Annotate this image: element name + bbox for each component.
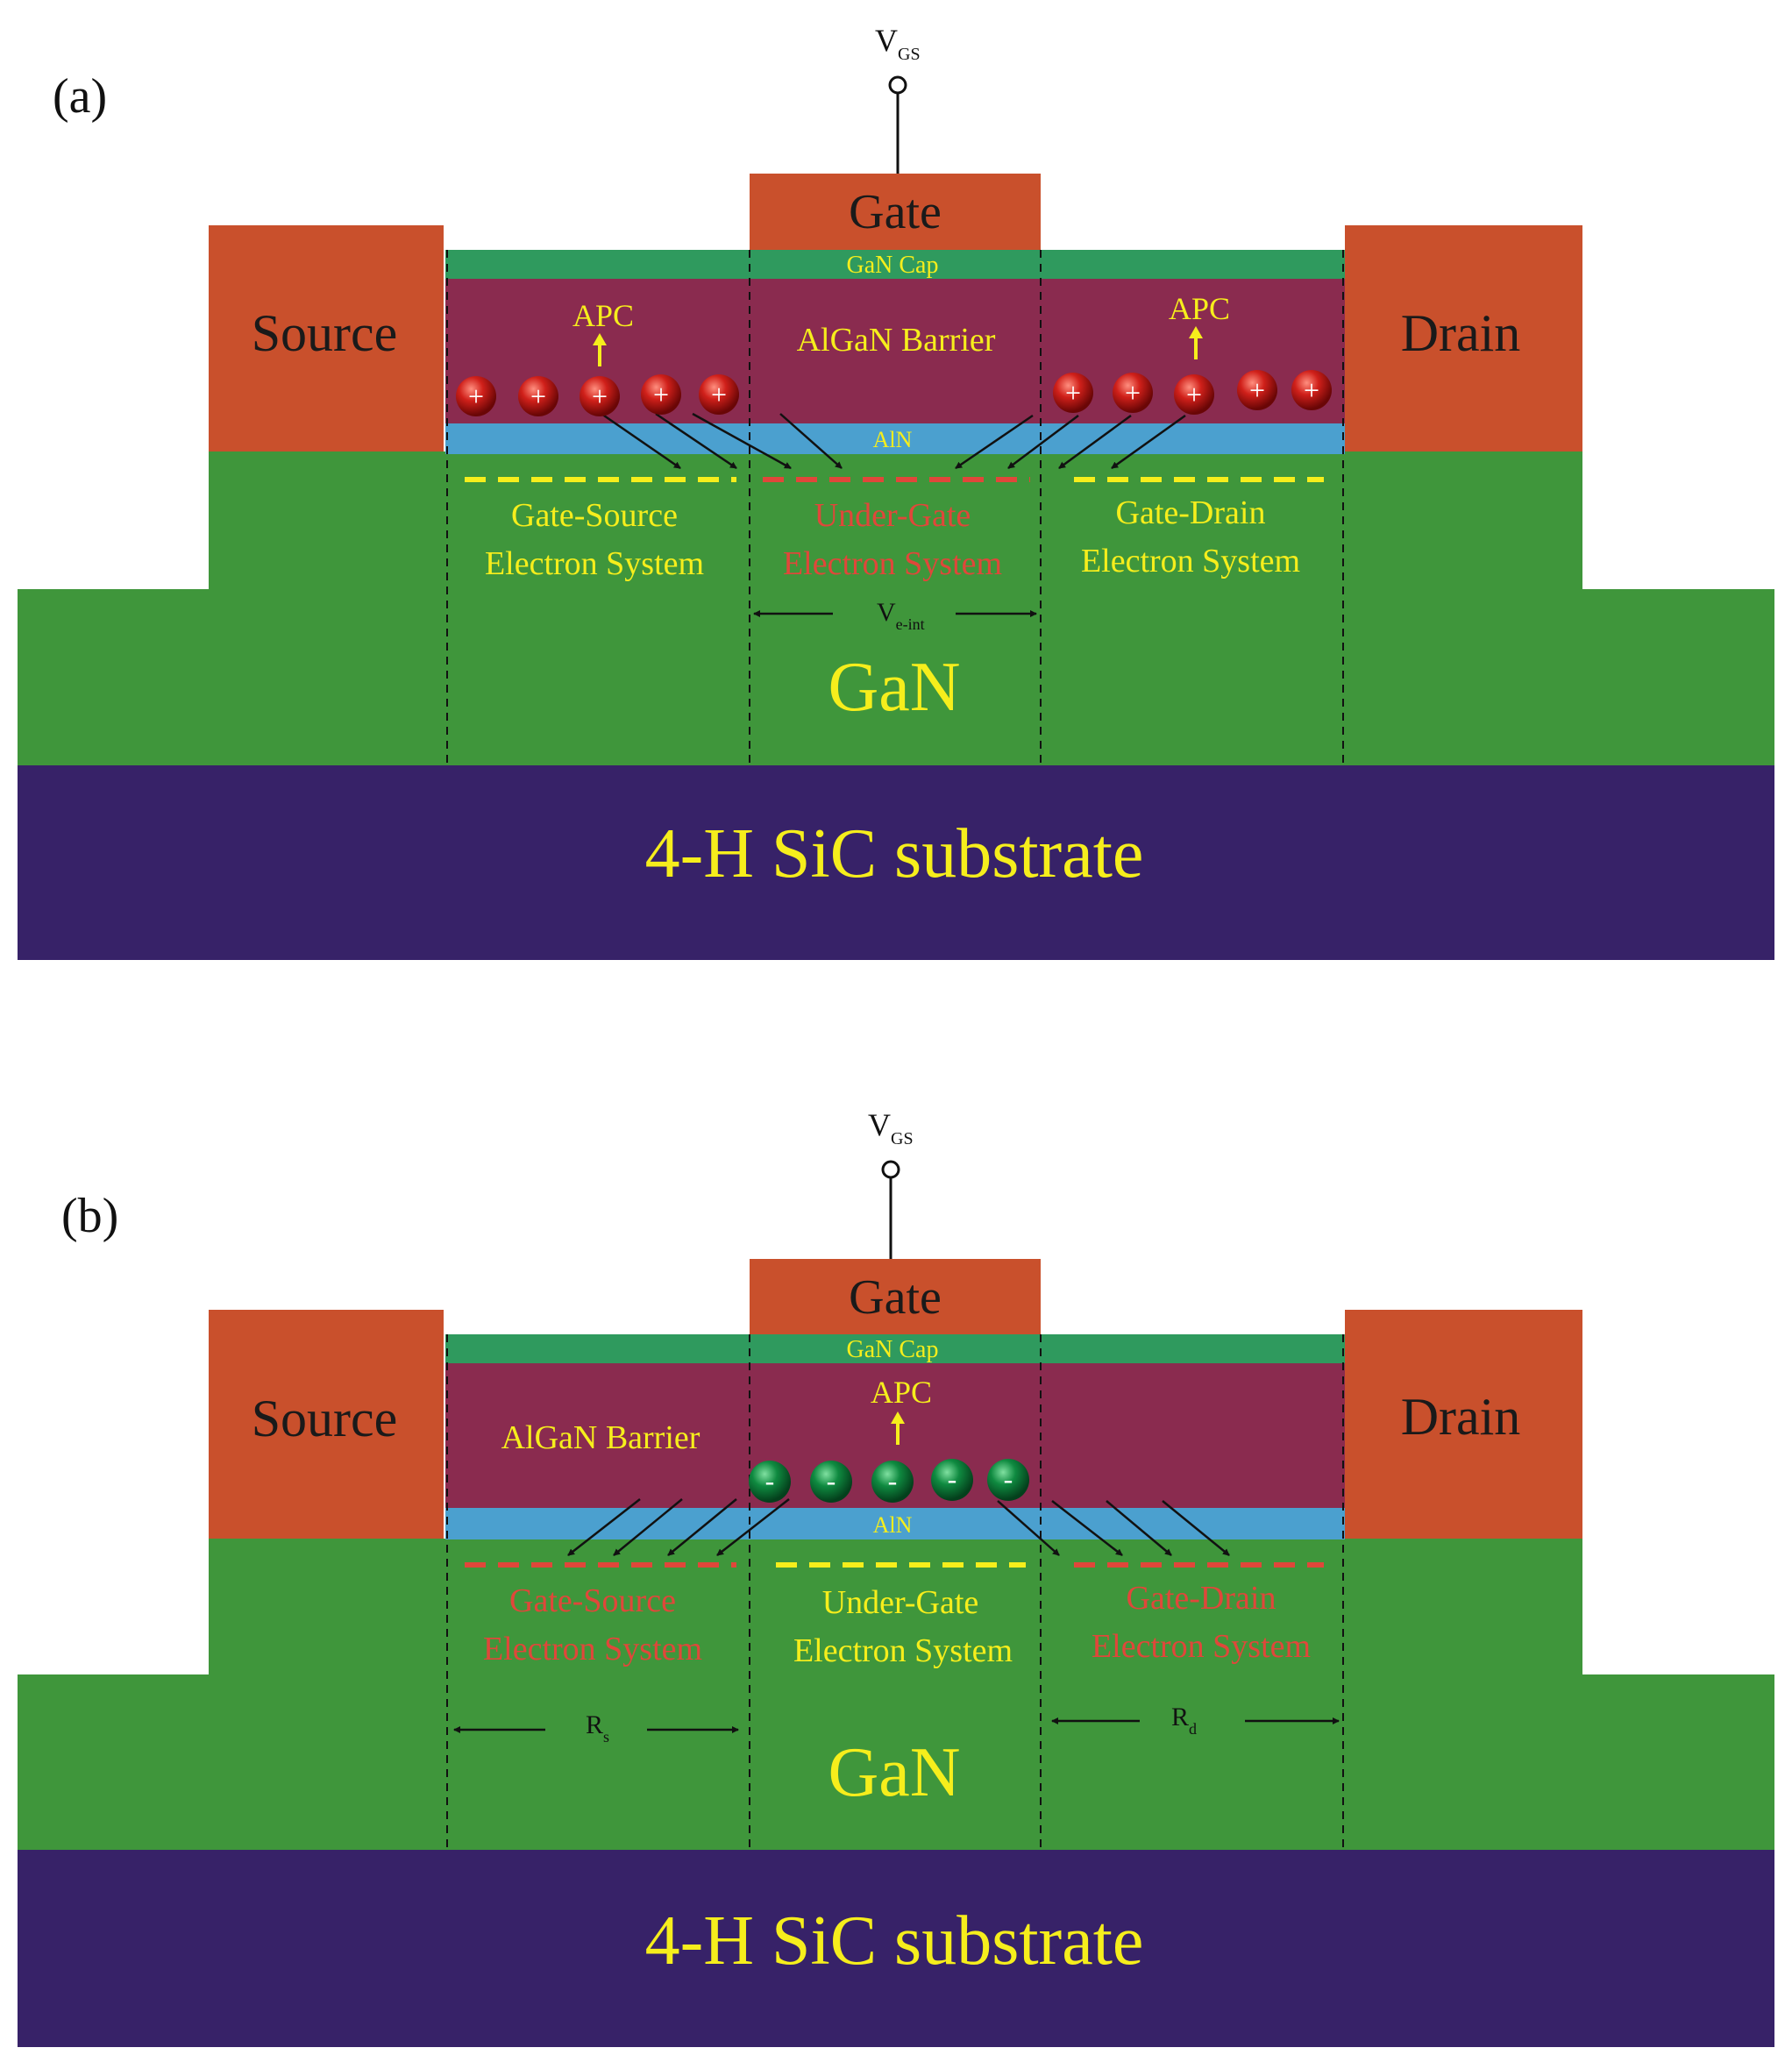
panel-b-region-dividers xyxy=(446,1334,1344,1850)
svg-text:-: - xyxy=(765,1465,775,1497)
panel-a-drain-label: Drain xyxy=(1401,304,1521,362)
panel-b-gan-cap xyxy=(445,1334,1345,1363)
svg-text:+: + xyxy=(468,380,484,412)
panel-b-substrate-label: 4-H SiC substrate xyxy=(645,1902,1144,1980)
panel-a-vgs-terminal xyxy=(888,75,907,95)
positive-charge: + xyxy=(580,376,620,416)
panel-b-gate-label: Gate xyxy=(849,1270,942,1325)
panel-b-negative-charges: - - - - - xyxy=(749,1459,1029,1503)
negative-charge: - xyxy=(987,1459,1029,1501)
panel-b-drain-label: Drain xyxy=(1401,1388,1521,1446)
svg-text:APC: APC xyxy=(572,298,634,333)
svg-text:Ve-int: Ve-int xyxy=(877,598,925,633)
panel-a-vgs-label: VGS xyxy=(875,23,921,64)
panel-b-source-contact xyxy=(209,1310,444,1539)
panel-a: (a) 4-H SiC substrate GaN AlN AlGaN Barr… xyxy=(18,23,1774,960)
panel-b-source-label: Source xyxy=(252,1390,398,1447)
positive-charge: + xyxy=(1053,373,1093,413)
negative-charge: - xyxy=(810,1461,852,1503)
svg-text:APC: APC xyxy=(1169,291,1230,326)
panel-a-substrate xyxy=(18,765,1774,960)
panel-a-ug-label-1: Under-Gate xyxy=(814,497,971,534)
panel-a-barrier-label: AlGaN Barrier xyxy=(797,322,996,359)
svg-text:+: + xyxy=(653,379,669,410)
panel-a-gan-layer xyxy=(18,451,1774,765)
panel-b-rd-span: Rd xyxy=(1051,1703,1340,1738)
positive-charge: + xyxy=(1291,370,1332,410)
panel-a-aln-label: AlN xyxy=(873,427,913,452)
panel-b-cap-label: GaN Cap xyxy=(847,1336,939,1363)
panel-a-region-dividers xyxy=(446,250,1344,765)
panel-b-gd-label-1: Gate-Drain xyxy=(1127,1580,1276,1617)
svg-text:+: + xyxy=(711,379,727,410)
svg-text:+: + xyxy=(1304,374,1319,406)
panel-a-apc-right: APC xyxy=(1169,291,1230,359)
panel-b-drain-contact xyxy=(1345,1310,1582,1539)
negative-charge: - xyxy=(749,1461,791,1503)
svg-text:APC: APC xyxy=(871,1375,932,1410)
panel-b-barrier-label: AlGaN Barrier xyxy=(501,1419,700,1456)
svg-text:Rs: Rs xyxy=(586,1710,609,1745)
panel-b: (b) 4-H SiC substrate GaN AlN AlGaN Barr… xyxy=(18,1107,1774,2047)
panel-a-gd-label-2: Electron System xyxy=(1081,543,1300,579)
panel-b-field-arrows xyxy=(567,1498,1230,1556)
panel-b-label: (b) xyxy=(61,1189,118,1243)
positive-charge: + xyxy=(1174,374,1214,415)
svg-text:-: - xyxy=(888,1465,898,1497)
panel-b-ug-label-1: Under-Gate xyxy=(822,1584,979,1621)
panel-a-ug-label-2: Electron System xyxy=(783,545,1002,582)
panel-a-gate-contact xyxy=(750,174,1041,250)
panel-a-gan-label: GaN xyxy=(828,649,960,726)
panel-b-gan-label: GaN xyxy=(828,1734,960,1811)
panel-b-gan-layer xyxy=(18,1539,1774,1850)
panel-b-vgs-label: VGS xyxy=(868,1107,914,1148)
svg-text:+: + xyxy=(1125,377,1141,409)
panel-a-source-contact xyxy=(209,225,444,451)
panel-b-apc: APC xyxy=(871,1375,932,1445)
negative-charge: - xyxy=(931,1459,973,1501)
positive-charge: + xyxy=(518,376,558,416)
panel-b-gs-label-2: Electron System xyxy=(483,1631,702,1667)
panel-a-positive-charges: + + + + + + + + + + xyxy=(456,370,1332,416)
svg-text:-: - xyxy=(948,1463,957,1495)
panel-a-field-arrows xyxy=(601,412,1186,470)
svg-text:+: + xyxy=(1065,377,1081,409)
panel-a-cap-label: GaN Cap xyxy=(847,252,939,279)
svg-text:+: + xyxy=(1249,374,1265,406)
svg-text:Rd: Rd xyxy=(1171,1703,1197,1738)
panel-b-ug-label-2: Electron System xyxy=(793,1632,1013,1669)
svg-text:+: + xyxy=(530,380,546,412)
panel-a-aln-layer xyxy=(445,423,1345,454)
positive-charge: + xyxy=(456,376,496,416)
positive-charge: + xyxy=(641,374,681,415)
panel-a-gan-cap xyxy=(445,250,1345,279)
panel-a-gs-label-1: Gate-Source xyxy=(511,497,678,534)
panel-a-ve-int-span: Ve-int xyxy=(753,598,1037,633)
positive-charge: + xyxy=(1113,373,1153,413)
panel-b-vgs-terminal xyxy=(881,1160,900,1179)
panel-a-gate-label: Gate xyxy=(849,185,942,239)
panel-a-substrate-label: 4-H SiC substrate xyxy=(645,815,1144,892)
svg-text:-: - xyxy=(827,1465,836,1497)
panel-a-label: (a) xyxy=(53,69,107,124)
panel-b-aln-label: AlN xyxy=(873,1512,913,1538)
svg-text:+: + xyxy=(592,380,608,412)
svg-text:-: - xyxy=(1004,1463,1013,1495)
panel-b-substrate xyxy=(18,1850,1774,2047)
positive-charge: + xyxy=(699,374,739,415)
negative-charge: - xyxy=(871,1461,914,1503)
panel-a-source-label: Source xyxy=(252,304,398,362)
panel-a-apc-left: APC xyxy=(572,298,634,366)
panel-a-gs-label-2: Electron System xyxy=(485,545,704,582)
panel-a-gd-label-1: Gate-Drain xyxy=(1116,494,1266,531)
panel-b-rs-span: Rs xyxy=(453,1710,739,1745)
panel-b-gate-contact xyxy=(750,1259,1041,1334)
panel-b-gd-label-2: Electron System xyxy=(1092,1628,1311,1665)
panel-a-drain-contact xyxy=(1345,225,1582,451)
positive-charge: + xyxy=(1237,370,1277,410)
svg-text:+: + xyxy=(1186,379,1202,410)
panel-b-gs-label-1: Gate-Source xyxy=(509,1582,676,1619)
